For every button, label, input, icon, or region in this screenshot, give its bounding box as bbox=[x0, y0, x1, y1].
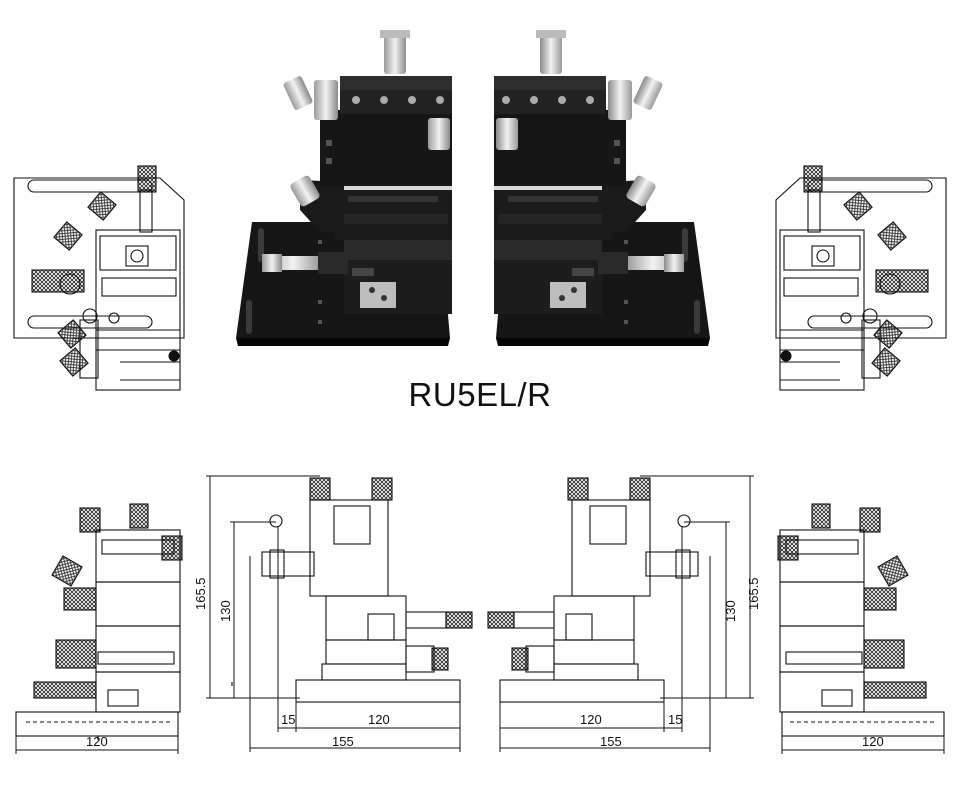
dim-side-right: 120 bbox=[781, 712, 945, 754]
side-view-drawing-right bbox=[777, 503, 945, 737]
dim-front-left-offset: 15 bbox=[281, 712, 295, 727]
front-view-drawing-right bbox=[487, 477, 699, 703]
dim-front-left-total-height: 165.5 bbox=[193, 577, 208, 610]
dim-side-left: 120 bbox=[15, 712, 179, 754]
top-view-drawing-left bbox=[13, 165, 185, 391]
stage-photo-right bbox=[494, 30, 710, 346]
dim-front-right-width: 155 bbox=[600, 734, 622, 749]
dim-side-left-width: 120 bbox=[86, 734, 108, 749]
model-title: RU5EL/R bbox=[408, 376, 552, 413]
dim-front-left-base: 120 bbox=[368, 712, 390, 727]
dim-side-right-width: 120 bbox=[862, 734, 884, 749]
front-view-drawing-left bbox=[231, 477, 473, 703]
top-view-drawing-right bbox=[775, 165, 947, 391]
dim-front-right-offset: 15 bbox=[668, 712, 682, 727]
dim-front-right-total-height: 165.5 bbox=[746, 577, 761, 610]
stage-photo-left bbox=[236, 30, 452, 346]
dim-front-left-height: 130 bbox=[218, 600, 233, 622]
dim-front-right: 165.5 130 15 120 155 bbox=[499, 475, 761, 752]
dim-front-left-width: 155 bbox=[332, 734, 354, 749]
dim-front-right-base: 120 bbox=[580, 712, 602, 727]
dim-front-right-height: 130 bbox=[723, 600, 738, 622]
dim-front-left: 165.5 130 15 120 155 bbox=[193, 475, 461, 752]
side-view-drawing-left bbox=[15, 503, 183, 740]
